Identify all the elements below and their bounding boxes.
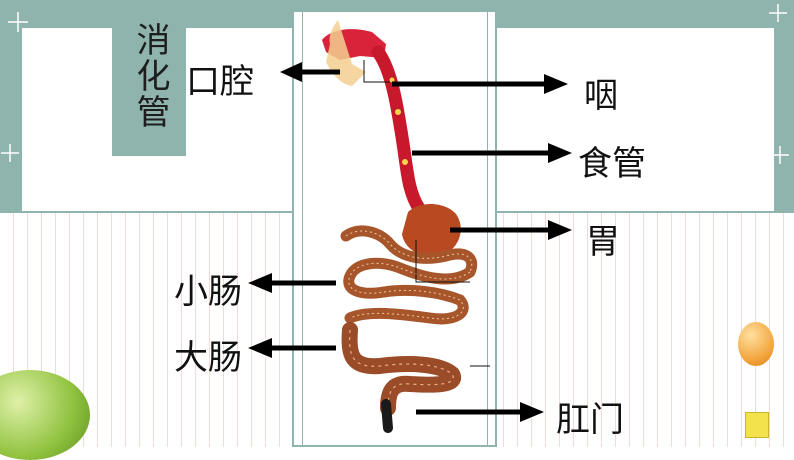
leader-lines — [363, 60, 490, 367]
large-intestine-loop — [341, 322, 462, 416]
balloon-decoration — [738, 322, 774, 366]
label-large-intestine: 大肠 — [174, 338, 242, 378]
rectum — [381, 399, 393, 433]
label-pharynx: 咽 — [584, 76, 618, 116]
title-box — [112, 16, 186, 156]
label-stomach: 胃 — [586, 222, 620, 262]
pointer-arrows — [248, 62, 572, 422]
label-esophagus: 食管 — [578, 144, 646, 184]
stomach-shape — [402, 203, 461, 257]
esophagus-tube — [371, 45, 427, 217]
gift-icon — [745, 412, 769, 438]
sparkle-icons — [1, 4, 789, 164]
label-mouth: 口腔 — [186, 62, 254, 102]
diagram-title: 消化管 — [130, 22, 170, 130]
digestive-tract-illustration — [1, 4, 789, 433]
label-anus: 肛门 — [556, 400, 624, 440]
label-small-intestine: 小肠 — [174, 272, 242, 312]
small-intestine-texture — [345, 230, 473, 320]
